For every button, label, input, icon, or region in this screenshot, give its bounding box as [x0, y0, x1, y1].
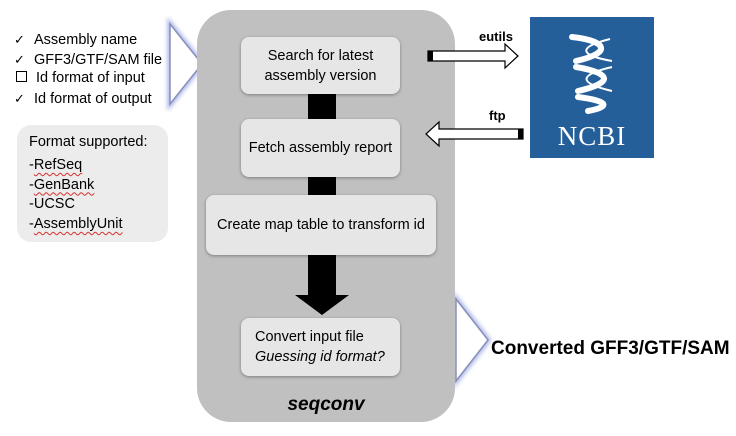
format-item: -UCSC — [29, 196, 75, 213]
eutils-arrow — [427, 42, 519, 70]
output-label: Converted GFF3/GTF/SAM — [491, 338, 730, 359]
checklist-label: Assembly name — [34, 32, 138, 48]
step-text: Convert input file — [255, 329, 364, 345]
format-item: -AssemblyUnit — [29, 215, 123, 232]
step-text: assembly version — [264, 67, 377, 84]
format-name: GenBank — [33, 176, 95, 193]
step-text: Fetch assembly report — [248, 140, 393, 156]
step-text: Create map table to transform id — [217, 217, 425, 233]
flow-connector — [308, 177, 336, 199]
flow-connector — [308, 90, 336, 123]
ncbi-logo: NCBI — [530, 17, 654, 158]
checklist-label: GFF3/GTF/SAM file — [34, 51, 163, 68]
format-name: RefSeq — [33, 157, 83, 173]
format-name: UCSC — [33, 196, 75, 213]
format-name: AssemblyUnit — [33, 215, 123, 232]
flow-down-arrow — [295, 255, 349, 315]
format-item: -GenBank — [29, 176, 95, 193]
checklist-label: Id format of input — [36, 70, 145, 86]
eutils-label: eutils — [479, 29, 513, 44]
checklist-item-input-file: ✓ GFF3/GTF/SAM file — [14, 50, 194, 70]
tool-name: seqconv — [287, 394, 365, 415]
supported-formats-panel: Format supported: -RefSeq -GenBank -UCSC… — [17, 125, 168, 242]
check-icon: ✓ — [14, 32, 25, 47]
checklist-item-output-id-format: ✓ Id format of output — [14, 89, 194, 109]
checklist-label: Id format of output — [34, 90, 152, 107]
check-icon: ✓ — [14, 90, 25, 106]
ncbi-name: NCBI — [557, 121, 627, 151]
formats-title: Format supported: — [29, 134, 148, 150]
seqconv-panel: Search for latest assembly version Fetch… — [197, 10, 455, 422]
format-item: -RefSeq — [29, 157, 83, 173]
flow-arrows — [295, 90, 349, 315]
checklist-item-assembly-name: ✓ Assembly name — [14, 30, 194, 50]
formats-list: -RefSeq -GenBank -UCSC -AssemblyUnit — [29, 156, 122, 234]
dna-helix-icon — [569, 34, 613, 114]
step-search-assembly: Search for latest assembly version — [241, 37, 400, 94]
step-create-map-table: Create map table to transform id — [206, 195, 436, 255]
step-text: Search for latest — [267, 47, 374, 64]
checkbox-empty-icon — [16, 71, 27, 82]
ftp-label: ftp — [489, 108, 506, 123]
step-convert-file: Convert input file Guessing id format? — [241, 318, 400, 376]
checklist-item-input-id-format: Id format of input — [14, 69, 194, 89]
check-icon: ✓ — [14, 51, 25, 67]
step-fetch-report: Fetch assembly report — [241, 119, 400, 177]
output-chevron — [453, 291, 492, 389]
input-checklist: ✓ Assembly name ✓ GFF3/GTF/SAM file Id for… — [14, 30, 194, 108]
input-chevron — [167, 16, 206, 112]
ftp-arrow — [425, 120, 524, 148]
step-text: Guessing id format? — [255, 349, 385, 365]
